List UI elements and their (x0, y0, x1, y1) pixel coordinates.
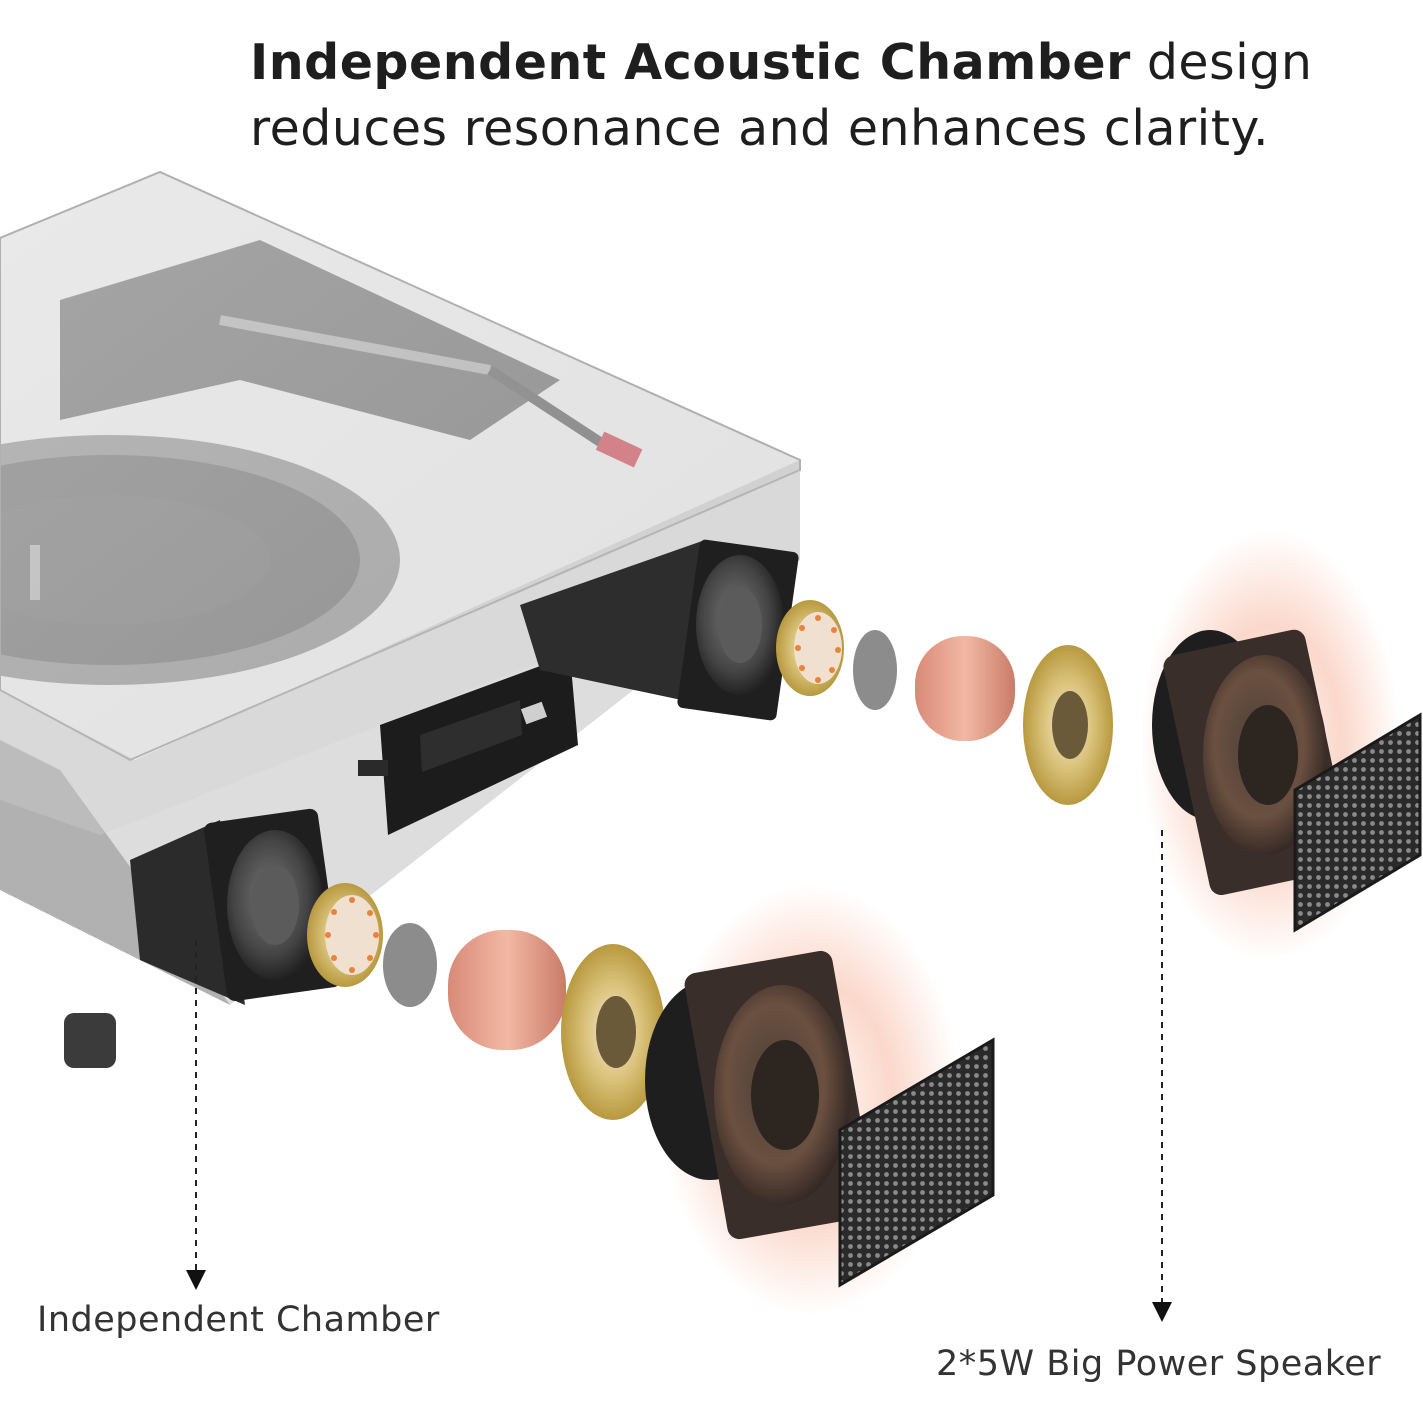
headline-bold: Independent Acoustic Chamber (250, 34, 1131, 91)
headline-line2: reduces resonance and enhances clarity. (250, 100, 1270, 157)
upper-chamber (520, 539, 799, 721)
callout-lines (186, 830, 1172, 1322)
headline-rest: design (1130, 34, 1313, 91)
control-board (358, 655, 578, 835)
dust-cover (0, 170, 801, 835)
independent-chamber-label: Independent Chamber (37, 1300, 440, 1340)
upper-exploded-parts (776, 530, 1422, 960)
headline: Independent Acoustic Chamber design redu… (250, 30, 1370, 162)
speaker-label: 2*5W Big Power Speaker (936, 1344, 1382, 1384)
lower-chamber (130, 808, 341, 1005)
lower-exploded-parts (307, 883, 995, 1315)
